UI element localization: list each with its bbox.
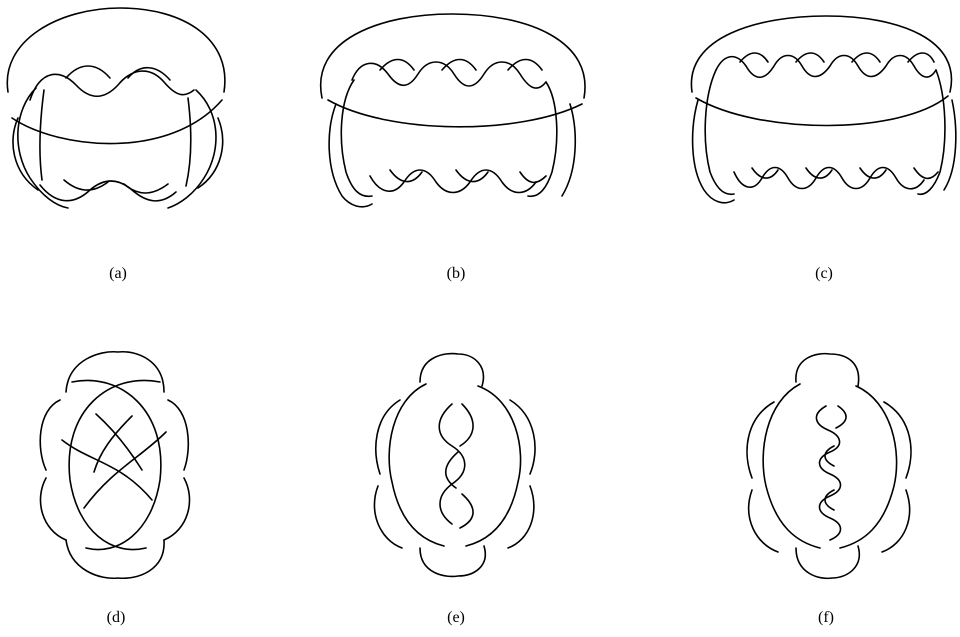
knot-e-top-lobe [419, 352, 485, 387]
knot-d-cross-b [93, 413, 143, 473]
knot-a-top-loop [6, 7, 226, 93]
knot-d-right-lobe [163, 399, 191, 541]
knot-e-outer-left [388, 383, 445, 547]
knot-b-top-loop [319, 13, 586, 99]
knot-d-diag-2 [68, 379, 161, 551]
caption-a: (a) [109, 265, 127, 282]
knot-b-upper-twists [351, 61, 547, 89]
knot-a-right-side [167, 89, 217, 209]
knot-f-top-lobe [795, 352, 860, 387]
knot-e-bottom-lobe [419, 545, 487, 578]
knot-a-middle-arc [11, 99, 223, 145]
knot-a-lower-twists-2 [63, 179, 169, 194]
knot-e-left-lobe [373, 399, 403, 549]
caption-b: (b) [446, 265, 466, 282]
knot-diagram-b [319, 13, 586, 208]
knot-b-middle-arc [327, 99, 583, 128]
knot-d-diag-1 [71, 379, 162, 551]
knot-f-central-twists [815, 405, 847, 541]
knot-e-outer-right [465, 385, 522, 547]
knot-e-central-twists [438, 403, 474, 529]
knot-c-upper-twists [715, 54, 937, 79]
knot-d-top-lobe [65, 350, 165, 393]
knot-diagram-e [373, 352, 536, 578]
knot-b-left-side [328, 79, 373, 208]
knot-c-middle-arc [695, 95, 949, 127]
knot-c-right-side [917, 69, 957, 196]
knot-a-left-outer [12, 117, 39, 191]
knot-c-left-side [691, 69, 735, 204]
caption-d: (d) [106, 609, 126, 626]
knot-b-right-side [527, 81, 577, 198]
caption-f: (f) [818, 609, 834, 626]
knot-a-right-outer [197, 117, 224, 189]
knot-d-left-lobe [39, 399, 67, 541]
knot-f-left-lobe [746, 401, 779, 553]
knot-diagram-a [6, 7, 226, 209]
knot-a-left-side [17, 87, 69, 209]
knot-a-upper-twists-2 [65, 65, 171, 81]
knot-a-lower-twists [39, 180, 177, 202]
knot-b-upper-twists-2 [379, 58, 543, 71]
caption-e: (e) [447, 609, 465, 626]
knot-f-outer-left [762, 383, 821, 549]
knot-c-top-loop [690, 15, 953, 93]
knot-f-bottom-lobe [795, 545, 861, 580]
caption-c: (c) [815, 265, 833, 282]
knot-c-lower-twists-2 [751, 167, 939, 180]
knot-diagram-c [690, 15, 957, 204]
knot-a-upper-twists [29, 70, 195, 101]
knot-b-lower-twists-2 [389, 169, 547, 184]
knot-c-lower-twists [733, 166, 925, 190]
knot-diagram-f [746, 352, 912, 580]
knot-d-bottom-lobe [65, 539, 165, 580]
knot-e-right-lobe [507, 399, 536, 549]
knot-b-lower-twists [369, 169, 537, 194]
knot-c-upper-twists-2 [739, 52, 935, 63]
knot-f-right-lobe [881, 401, 912, 553]
knot-f-outer-right [839, 385, 898, 549]
knot-diagram-d [39, 350, 191, 580]
knot-d-cross-a [61, 431, 167, 509]
